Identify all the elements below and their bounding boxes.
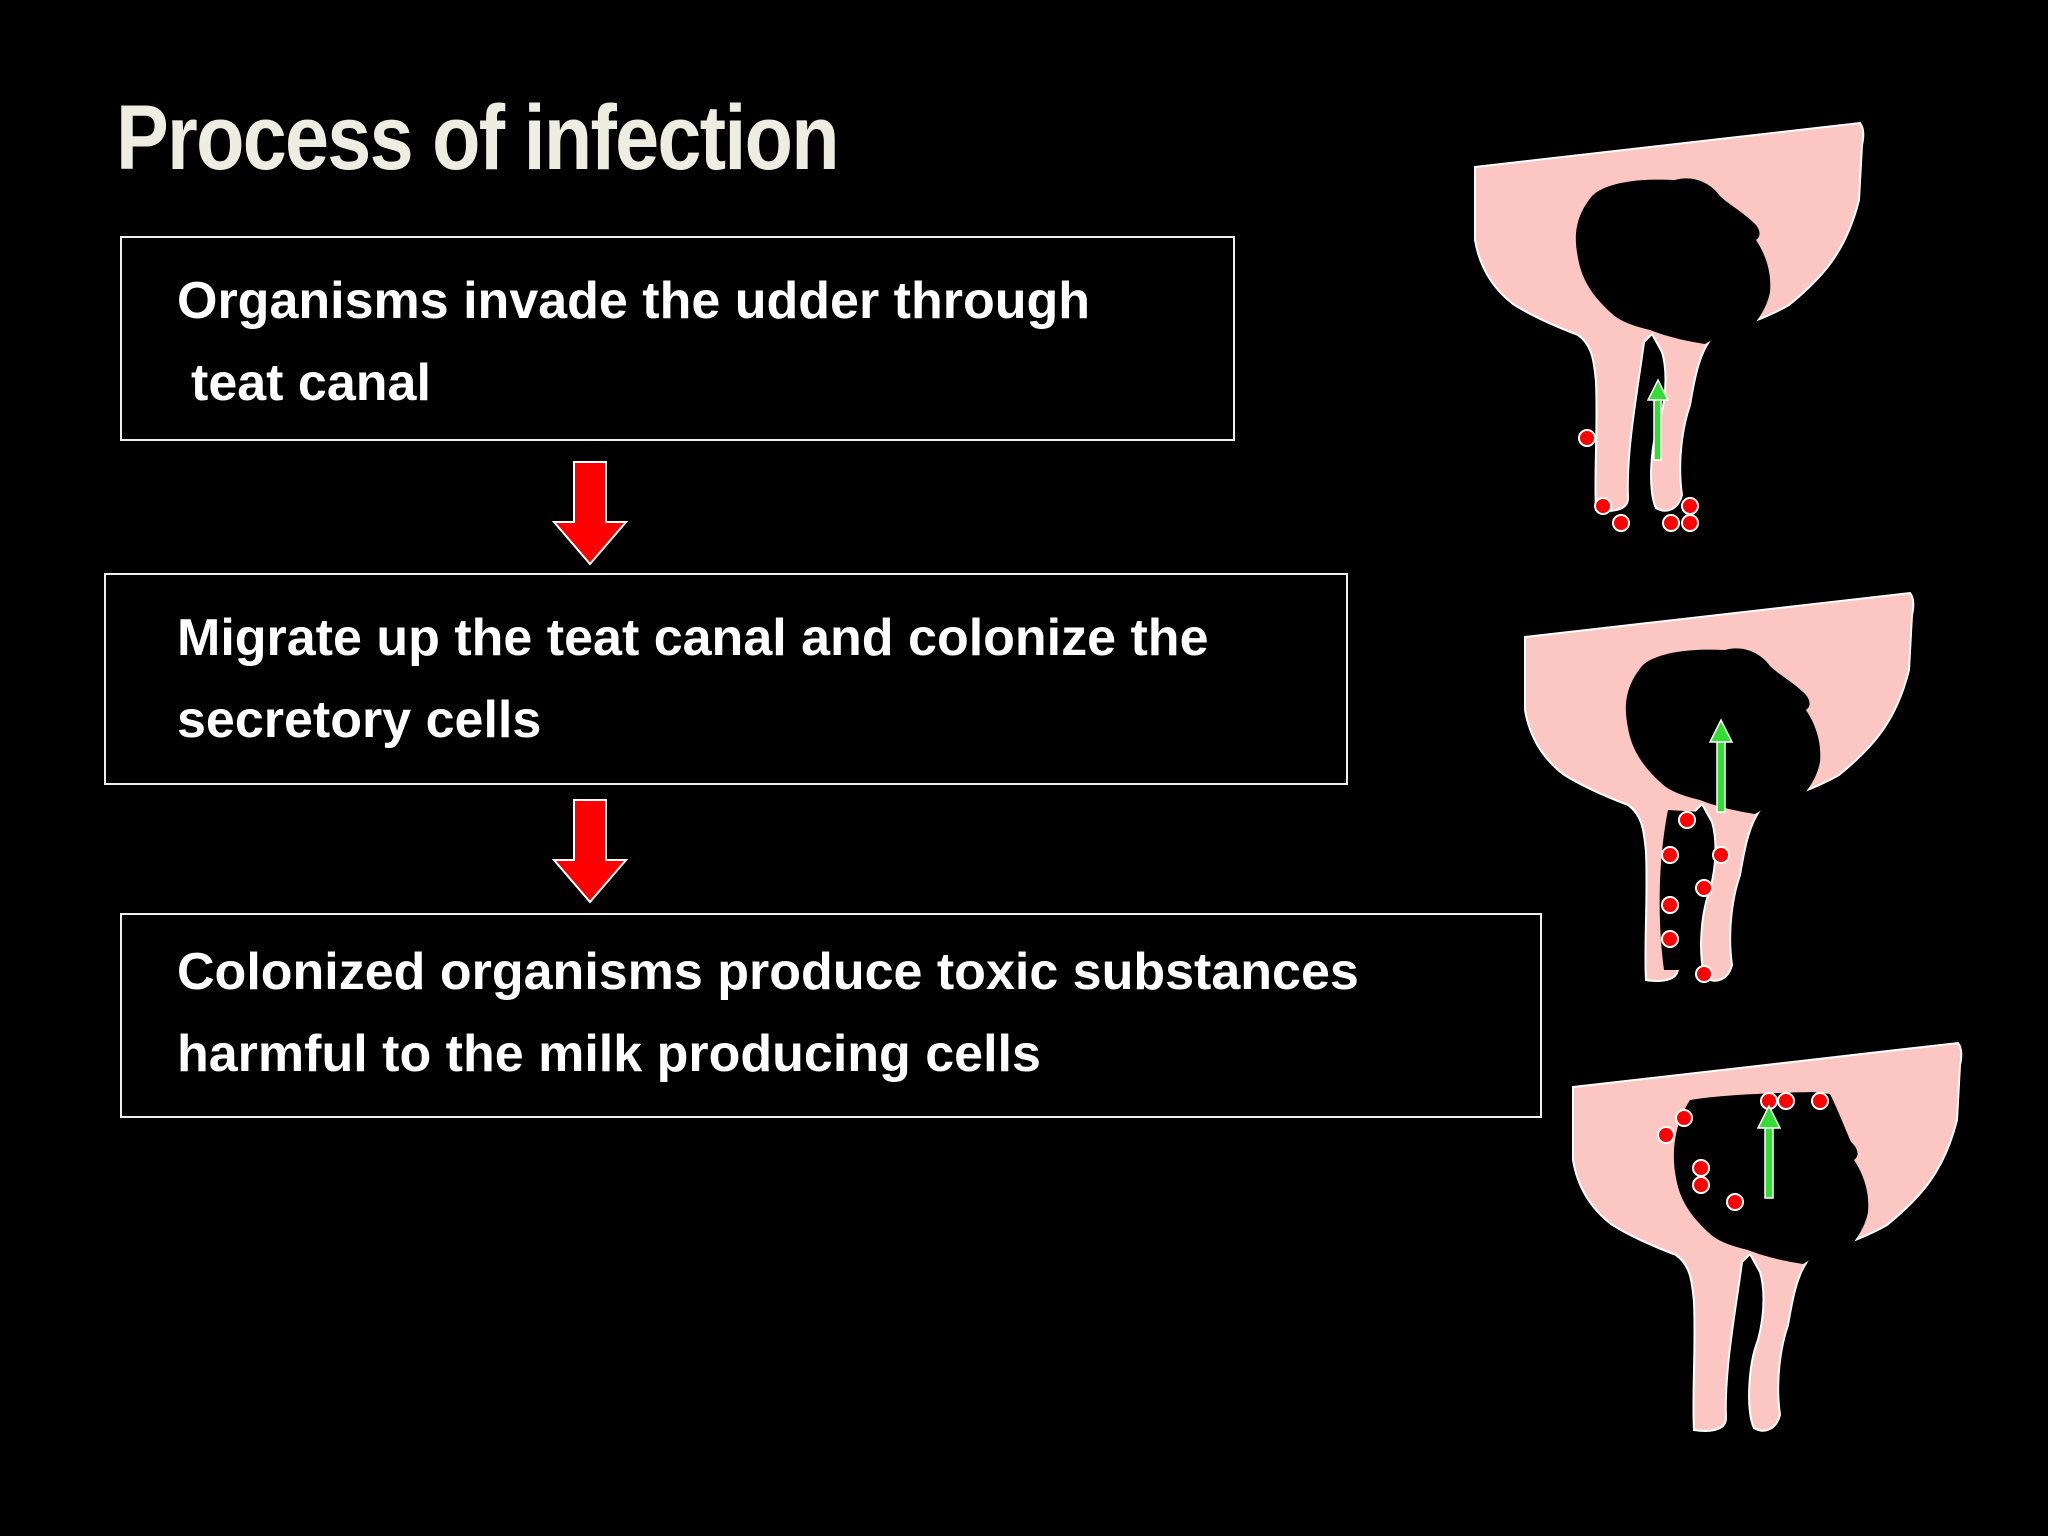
step-box-colonize: Colonized organisms produce toxic substa… [120,913,1542,1118]
step-text: harmful to the milk producing cells [177,1025,1041,1083]
step-text: Organisms invade the udder through [177,272,1090,330]
udder-cistern [1575,178,1771,344]
migration-arrow-icon [1756,1104,1782,1199]
step-text: teat canal [191,354,431,412]
step-text: Colonized organisms produce toxic substa… [177,943,1359,1001]
step-box-migrate: Migrate up the teat canal and colonize t… [104,573,1348,785]
organism-dot [1657,1092,1829,1211]
organism-dot [1661,811,1730,983]
organism-dot [1578,429,1699,532]
step-box-invade: Organisms invade the udder through teat … [120,236,1235,441]
migration-arrow-icon [1646,378,1670,461]
down-arrow-icon [552,799,628,904]
migration-arrow-icon [1708,718,1734,813]
step-text: Migrate up the teat canal and colonize t… [177,609,1209,667]
udder-diagram-entry [1474,121,1865,532]
down-arrow-icon [552,461,628,566]
udder-diagram-migrate [1524,591,1915,983]
page-title: Process of infection [116,87,840,189]
step-text: secretory cells [177,691,542,749]
udder-diagram-colonize [1572,1041,1963,1432]
